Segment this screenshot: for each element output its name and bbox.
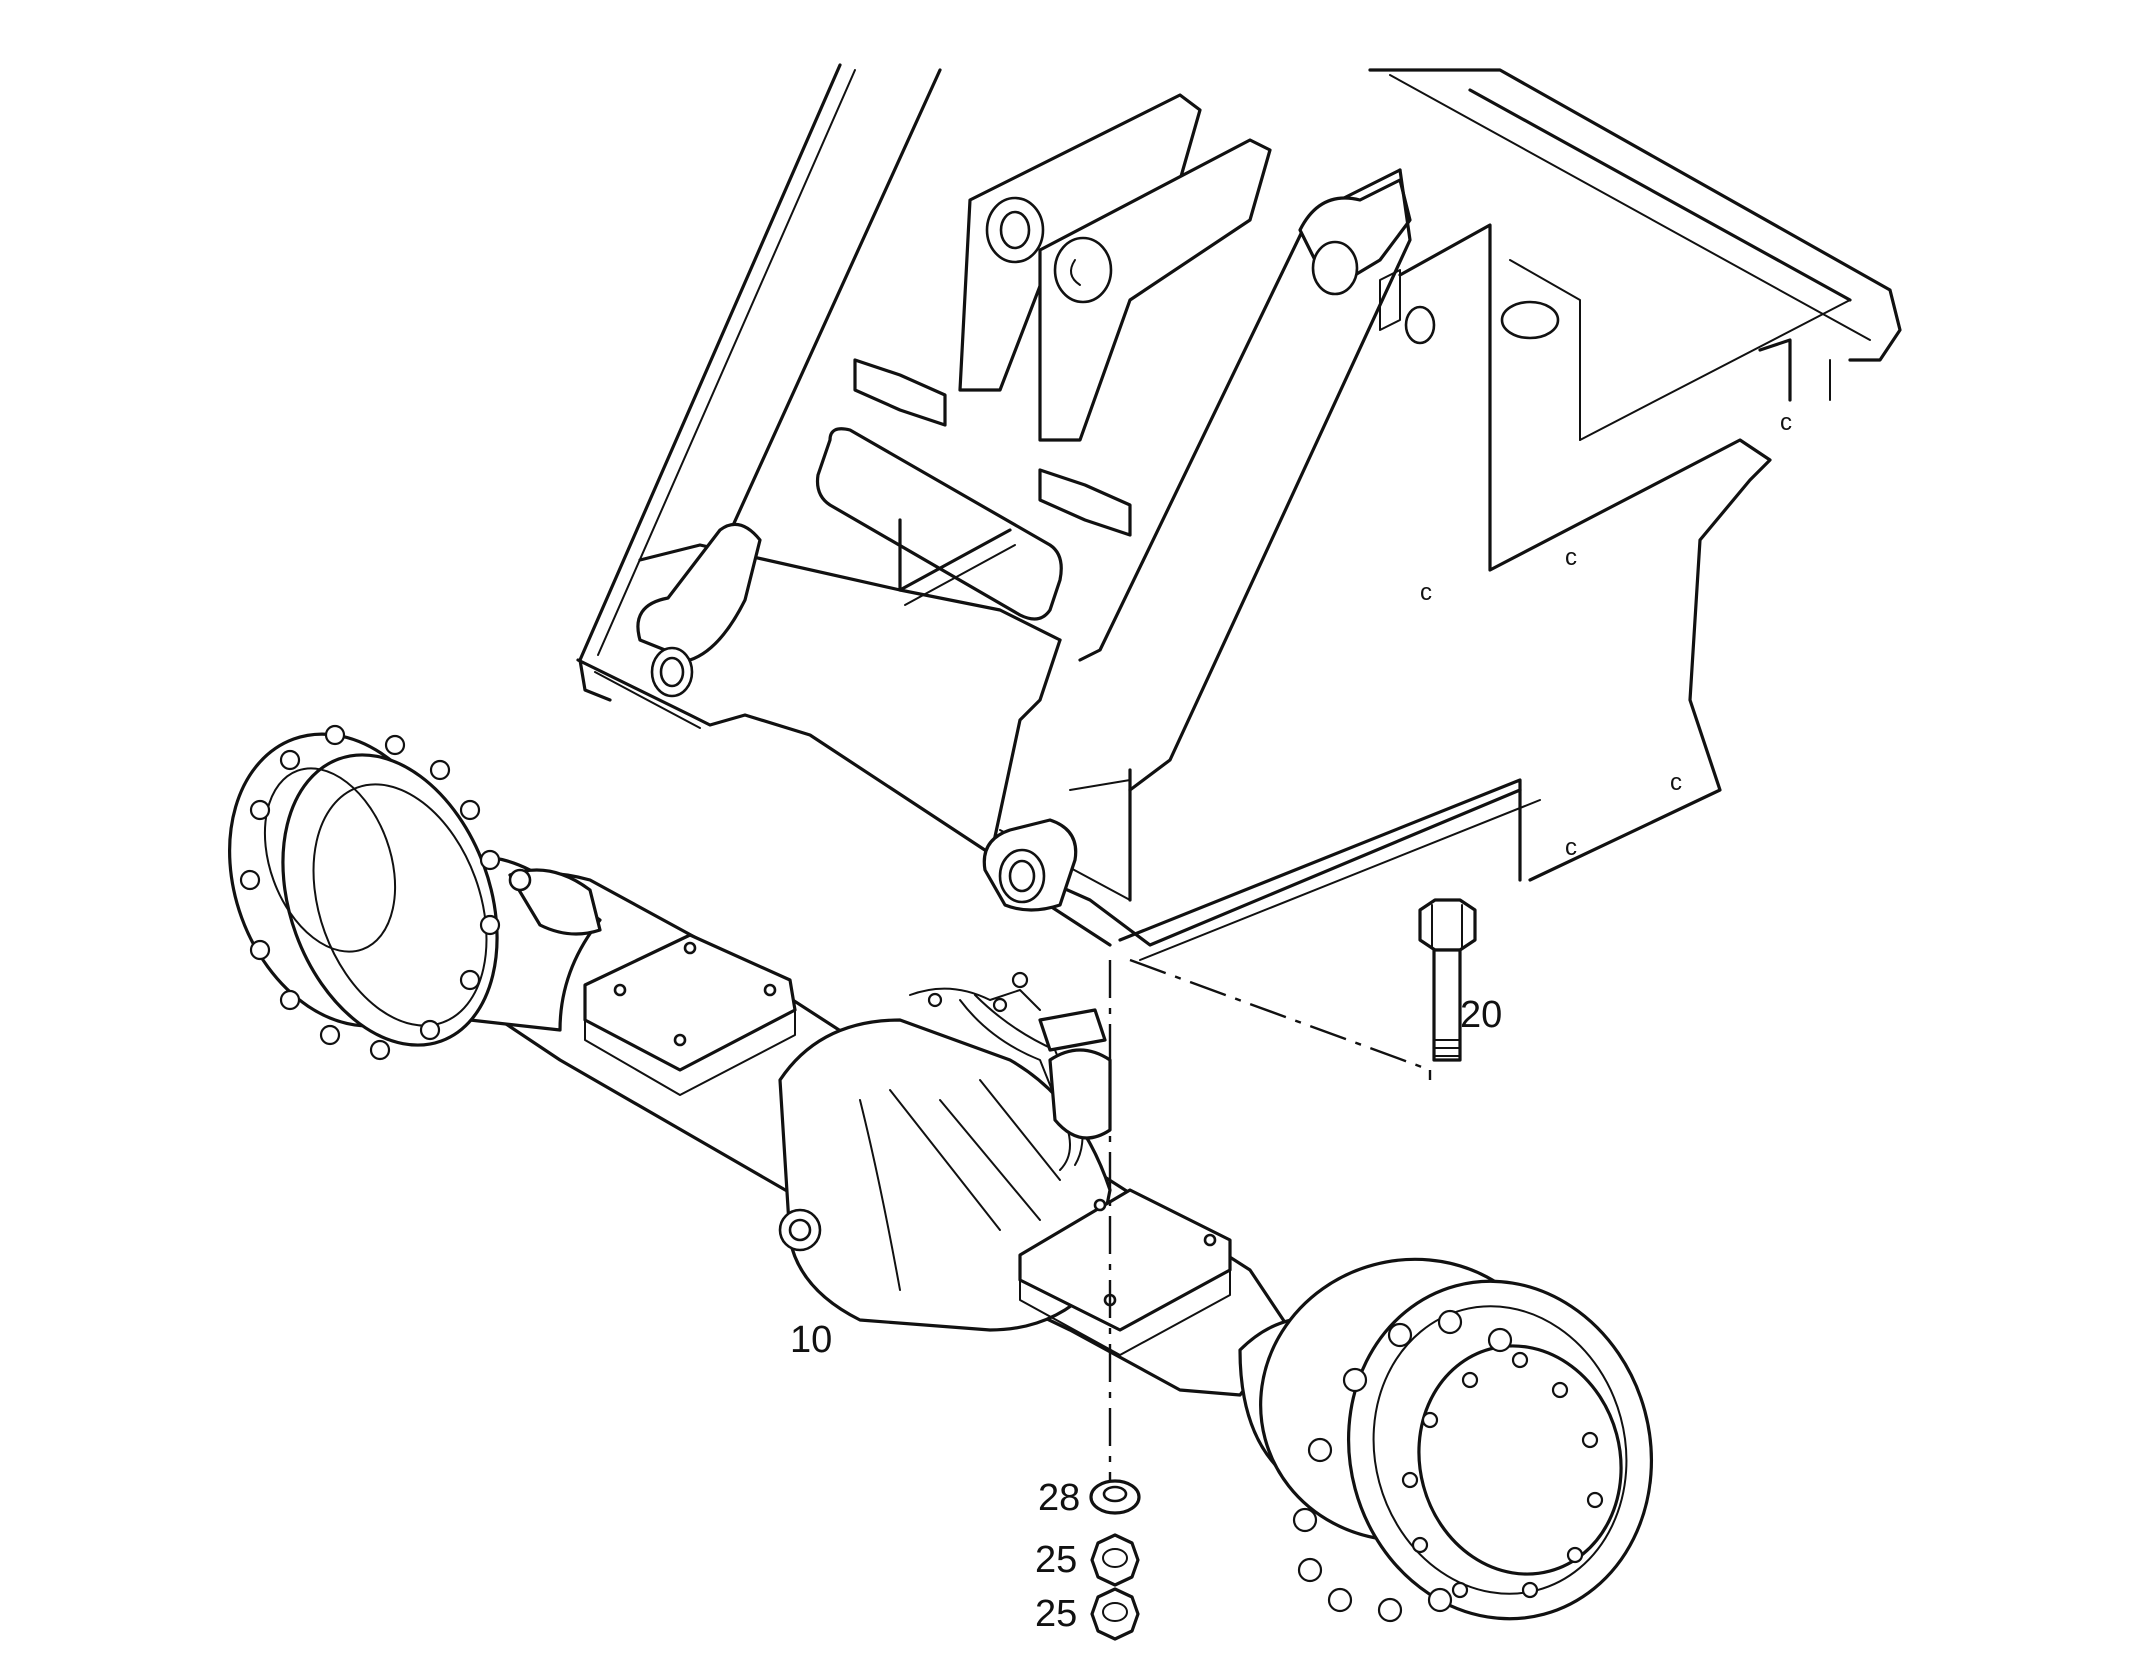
right-hub-bolts [1292, 1309, 1604, 1623]
callout-nut-lower: 25 [1035, 1593, 1077, 1635]
hex-bolt [1418, 898, 1477, 1062]
frame-mark: c [1565, 544, 1577, 571]
hex-nut-lower [1090, 1587, 1140, 1641]
left-hub-bolts [239, 724, 501, 1061]
frame-mark: c [1670, 769, 1682, 796]
callout-nut-upper: 25 [1035, 1539, 1077, 1581]
frame-mark: c [1780, 409, 1792, 436]
axle-assembly [228, 724, 1654, 1623]
washer [1089, 1479, 1141, 1515]
callout-bolt: 20 [1460, 994, 1502, 1036]
chassis-frame: c c c c c [576, 63, 1902, 961]
frame-mark: c [1565, 834, 1577, 861]
hex-nut-upper [1090, 1533, 1140, 1587]
callout-axle: 10 [790, 1319, 832, 1361]
callout-washer: 28 [1038, 1477, 1080, 1519]
frame-mark: c [1420, 579, 1432, 606]
assembly-centerlines [1108, 958, 1432, 1480]
